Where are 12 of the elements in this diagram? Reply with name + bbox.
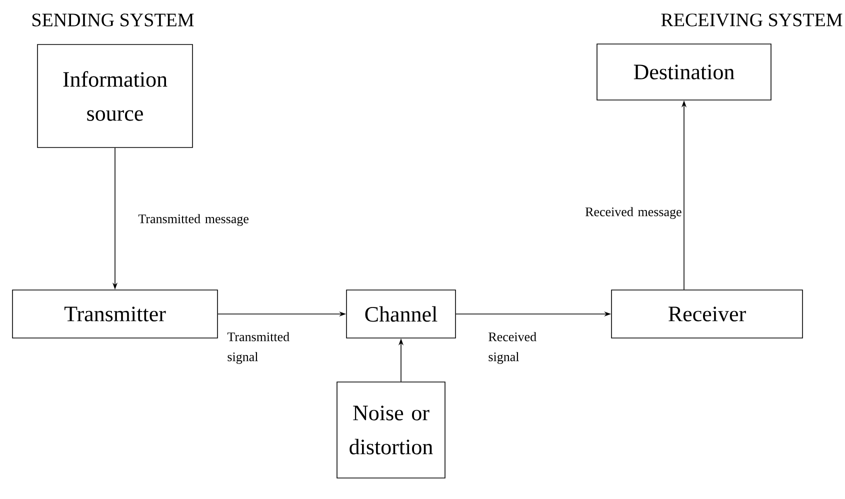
process-box: Channel	[346, 290, 456, 338]
edge-label: Received signal	[488, 332, 536, 364]
section-heading: RECEIVING SYSTEM	[661, 14, 842, 26]
process-box: Destination	[596, 44, 772, 100]
section-heading: SENDING SYSTEM	[32, 14, 194, 26]
process-box: Noise or distortion	[336, 382, 446, 478]
process-box: Information source	[37, 44, 193, 148]
process-box: Receiver	[611, 290, 803, 338]
edge-label: Received message	[585, 207, 682, 219]
process-box: Transmitter	[12, 290, 218, 338]
edge-label: Transmitted message	[138, 214, 248, 226]
edge-label: Transmitted signal	[227, 332, 290, 364]
